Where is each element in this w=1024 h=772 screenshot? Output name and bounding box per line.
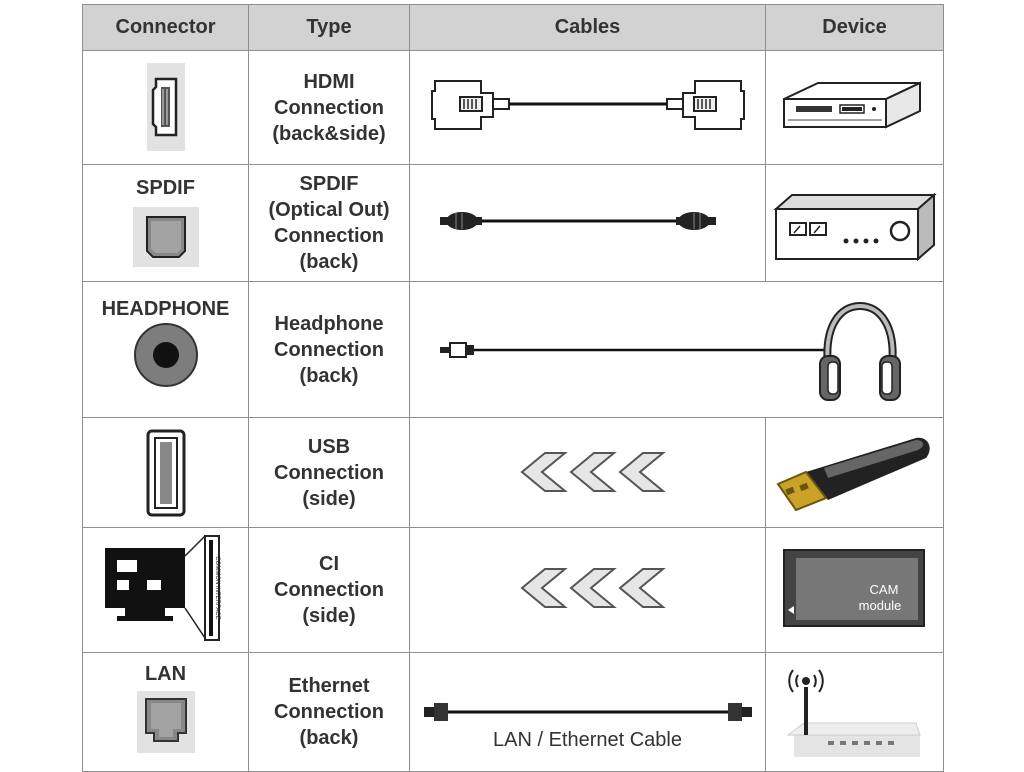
type-text-usb: USB Connection (side) <box>250 434 409 512</box>
type-line: Connection <box>274 461 384 484</box>
optical-cable-icon <box>440 212 716 230</box>
device-cell-usb <box>765 417 944 528</box>
connector-label-spdif: SPDIF <box>136 177 195 199</box>
ci-slot-icon: COMMON INTERFACE <box>105 535 220 641</box>
insert-arrows-icon <box>520 568 666 608</box>
connector-label-lan: LAN <box>144 663 187 685</box>
hdmi-cable-icon <box>431 80 745 130</box>
usb-port-icon <box>146 429 186 517</box>
headphone-cable-icon <box>440 342 830 358</box>
type-cell-lan: Ethernet Connection (back) <box>248 652 410 772</box>
cam-module-icon: CAM module <box>783 549 925 627</box>
headphone-jack-icon <box>134 323 198 387</box>
type-line: Ethernet <box>288 675 370 697</box>
cable-cell-lan: LAN / Ethernet Cable <box>409 652 766 772</box>
ethernet-cable-icon <box>424 703 752 721</box>
type-line: (back) <box>299 727 359 749</box>
header-row: Connector Type Cables Device <box>82 4 944 51</box>
type-text-lan: Ethernet Connection (back) <box>250 673 409 751</box>
cam-label-line2: module <box>859 598 902 613</box>
type-text-ci: CI Connection (side) <box>250 551 409 629</box>
device-cell-ci: CAM module <box>765 527 944 653</box>
row-hdmi: HDMI Connection (back&side) <box>82 50 944 165</box>
cam-label-line1: CAM <box>870 582 899 597</box>
type-line: Connection <box>274 96 384 119</box>
cable-cell-spdif <box>409 164 766 282</box>
type-line: Connection <box>274 579 384 601</box>
hdmi-port-icon <box>147 63 185 151</box>
insert-arrows-icon <box>520 452 666 492</box>
usb-stick-icon <box>776 437 930 512</box>
type-line: USB <box>307 435 351 458</box>
dvd-player-icon <box>783 81 921 129</box>
connector-cell-usb <box>82 417 249 528</box>
row-spdif: SPDIF SPDIF (Optical Out) Connection (ba… <box>82 164 944 282</box>
type-cell-headphone: Headphone Connection (back) <box>248 281 410 418</box>
router-icon <box>786 669 921 757</box>
type-line: (back&side) <box>272 122 386 145</box>
device-cell-lan <box>765 652 944 772</box>
type-line: SPDIF <box>299 173 359 195</box>
type-line: (side) <box>302 605 356 627</box>
connector-cell-hdmi <box>82 50 249 165</box>
type-text-headphone: Headphone Connection (back) <box>250 311 409 389</box>
type-line: Connection <box>274 225 384 247</box>
type-cell-spdif: SPDIF (Optical Out) Connection (back) <box>248 164 410 282</box>
connector-cell-headphone: HEADPHONE <box>82 281 249 418</box>
type-cell-ci: CI Connection (side) <box>248 527 410 653</box>
connector-cell-ci: COMMON INTERFACE <box>82 527 249 653</box>
header-cables: Cables <box>409 4 766 51</box>
type-line: Connection <box>274 338 384 361</box>
type-line: CI <box>319 553 339 575</box>
row-ci: COMMON INTERFACE CI Connection (side) <box>82 527 944 653</box>
row-lan: LAN Ethernet Connection (back) <box>82 652 944 772</box>
lan-cable-label: LAN / Ethernet Cable <box>493 729 682 751</box>
headphones-icon <box>819 301 901 401</box>
type-line: (back) <box>299 364 359 387</box>
cable-cell-hdmi <box>409 50 766 165</box>
type-line: (side) <box>302 487 356 510</box>
type-line: HDMI <box>303 70 355 93</box>
lan-port-icon <box>137 691 195 753</box>
row-headphone: HEADPHONE Headphone Connection (back) <box>82 281 944 418</box>
connection-table: Connector Type Cables Device HDMI Conn <box>82 4 944 772</box>
row-usb: USB Connection (side) <box>82 417 944 528</box>
type-line: Headphone <box>274 312 384 335</box>
type-line: (back) <box>299 251 359 273</box>
device-cell-hdmi <box>765 50 944 165</box>
type-cell-hdmi: HDMI Connection (back&side) <box>248 50 410 165</box>
header-device: Device <box>765 4 944 51</box>
cable-device-cell-headphone <box>409 281 944 418</box>
type-text-spdif: SPDIF (Optical Out) Connection (back) <box>250 171 409 275</box>
type-line: Connection <box>274 701 384 723</box>
device-cell-spdif <box>765 164 944 282</box>
connector-cell-spdif: SPDIF <box>82 164 249 282</box>
connector-label-headphone: HEADPHONE <box>101 298 230 320</box>
header-connector: Connector <box>82 4 249 51</box>
cable-cell-ci <box>409 527 766 653</box>
type-cell-usb: USB Connection (side) <box>248 417 410 528</box>
ci-slot-label: COMMON INTERFACE <box>214 556 220 619</box>
cable-cell-usb <box>409 417 766 528</box>
type-text-hdmi: HDMI Connection (back&side) <box>250 69 409 147</box>
type-line: (Optical Out) <box>268 199 390 221</box>
connector-cell-lan: LAN <box>82 652 249 772</box>
audio-receiver-icon <box>773 192 937 262</box>
optical-port-icon <box>133 207 199 267</box>
header-type: Type <box>248 4 410 51</box>
